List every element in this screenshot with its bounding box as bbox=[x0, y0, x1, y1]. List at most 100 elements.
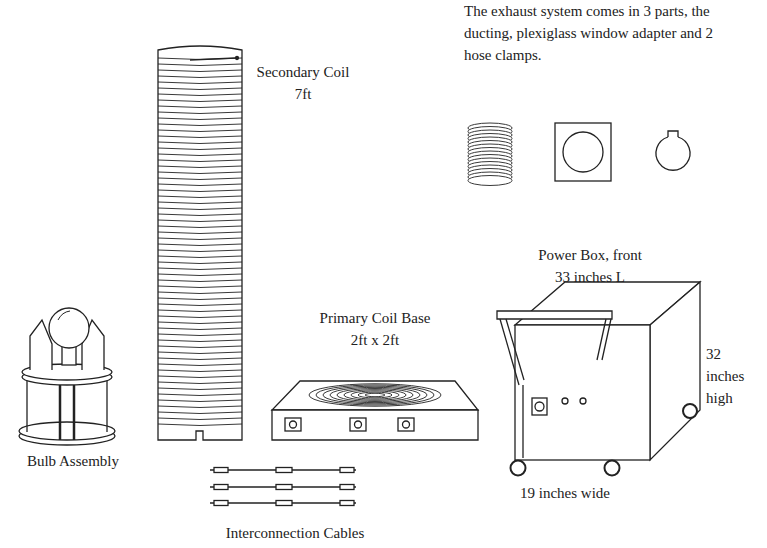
bulb-assembly bbox=[58, 311, 70, 320]
power-box bbox=[562, 398, 568, 404]
primary-coil-base bbox=[350, 418, 366, 431]
power-box bbox=[497, 311, 612, 319]
bulb-assembly bbox=[106, 378, 107, 432]
window-adapter bbox=[555, 123, 611, 181]
primary-spiral bbox=[330, 387, 420, 402]
coil-windings bbox=[158, 244, 242, 246]
bulb-assembly bbox=[59, 380, 62, 440]
coil-windings bbox=[158, 418, 242, 420]
primary-coil-base bbox=[272, 410, 478, 440]
coil-windings bbox=[158, 274, 242, 276]
coil-windings bbox=[158, 232, 242, 234]
coil-windings bbox=[158, 172, 242, 174]
power-box bbox=[515, 325, 650, 460]
coil-windings bbox=[158, 112, 242, 114]
coil-windings bbox=[158, 166, 242, 168]
coil-windings bbox=[158, 400, 242, 402]
coil-windings bbox=[158, 196, 242, 198]
power-box bbox=[522, 385, 523, 458]
coil-windings bbox=[158, 376, 242, 378]
secondary-coil bbox=[158, 46, 242, 440]
coil-windings bbox=[158, 154, 242, 156]
primary-spiral bbox=[323, 386, 427, 404]
hose-clamp bbox=[668, 131, 678, 137]
interconnection-cables bbox=[210, 468, 356, 506]
bulb-assembly bbox=[19, 308, 115, 445]
coil-windings bbox=[158, 394, 242, 396]
power-box bbox=[535, 402, 544, 411]
coil-windings bbox=[158, 70, 242, 72]
coil-windings bbox=[158, 226, 242, 228]
window-adapter bbox=[563, 132, 603, 172]
primary-spiral bbox=[316, 385, 434, 405]
coil-windings bbox=[158, 100, 242, 102]
coil-windings bbox=[158, 346, 242, 348]
coil-windings bbox=[158, 64, 242, 66]
coil-windings bbox=[158, 208, 242, 210]
coil-windings bbox=[158, 82, 242, 84]
primary-coil-base bbox=[290, 421, 297, 428]
coil-windings bbox=[158, 238, 242, 240]
primary-coil-base bbox=[272, 381, 478, 440]
coil-windings bbox=[158, 142, 242, 144]
coil-windings bbox=[158, 214, 242, 216]
power-box bbox=[683, 404, 697, 418]
coil-windings bbox=[158, 292, 242, 294]
coil-windings bbox=[158, 106, 242, 108]
coil-windings bbox=[158, 190, 242, 192]
hose-clamp bbox=[656, 131, 690, 170]
coil-windings bbox=[158, 130, 242, 132]
cable bbox=[340, 485, 354, 490]
duct-rings bbox=[468, 123, 512, 186]
bulb-assembly bbox=[49, 308, 89, 348]
part-name: Power Box, front bbox=[515, 244, 665, 266]
coil-windings bbox=[158, 382, 242, 384]
cable bbox=[340, 468, 354, 473]
power-box bbox=[605, 461, 620, 476]
coil-windings bbox=[158, 220, 242, 222]
coil-windings bbox=[158, 304, 242, 306]
secondary-coil bbox=[190, 58, 236, 60]
power-box bbox=[532, 398, 547, 415]
primary-coil-base bbox=[272, 381, 478, 410]
power-box bbox=[511, 461, 526, 476]
primary-coil-base bbox=[403, 421, 410, 428]
coil-windings bbox=[158, 340, 242, 342]
dimension: 19 inches wide bbox=[500, 482, 630, 504]
part-name: Primary Coil Base bbox=[295, 307, 455, 329]
cable bbox=[276, 468, 292, 473]
duct-rings bbox=[468, 176, 512, 186]
cable bbox=[276, 501, 292, 506]
exhaust-ducting bbox=[468, 123, 512, 186]
power-box bbox=[497, 282, 700, 476]
power-box bbox=[650, 282, 700, 460]
coil-windings bbox=[158, 124, 242, 126]
power-box bbox=[580, 398, 586, 404]
coil-windings bbox=[158, 280, 242, 282]
coil-windings bbox=[158, 76, 242, 78]
secondary-coil bbox=[236, 57, 239, 60]
secondary-coil bbox=[158, 46, 242, 440]
coil-windings bbox=[158, 358, 242, 360]
exhaust-note: The exhaust system comes in 3 parts, the… bbox=[464, 0, 714, 66]
coil-windings bbox=[158, 316, 242, 318]
coil-windings bbox=[158, 178, 242, 180]
primary-spiral bbox=[309, 384, 441, 406]
coil-windings bbox=[158, 286, 242, 288]
power-box bbox=[597, 319, 606, 360]
coil-windings bbox=[158, 334, 242, 336]
dimension: 33 inches L bbox=[515, 266, 665, 288]
primary-spiral bbox=[358, 392, 392, 398]
power-box bbox=[602, 319, 611, 360]
primary-spiral bbox=[351, 391, 399, 399]
coil-windings bbox=[158, 118, 242, 120]
coil-windings bbox=[158, 58, 242, 60]
coil-windings bbox=[158, 328, 242, 330]
coil-windings bbox=[158, 424, 242, 426]
coil-windings bbox=[158, 298, 242, 300]
dimension: 7ft bbox=[248, 83, 358, 105]
coil-windings bbox=[158, 388, 242, 390]
coil-windings bbox=[158, 364, 242, 366]
dimension: 32 inches high bbox=[706, 343, 760, 409]
